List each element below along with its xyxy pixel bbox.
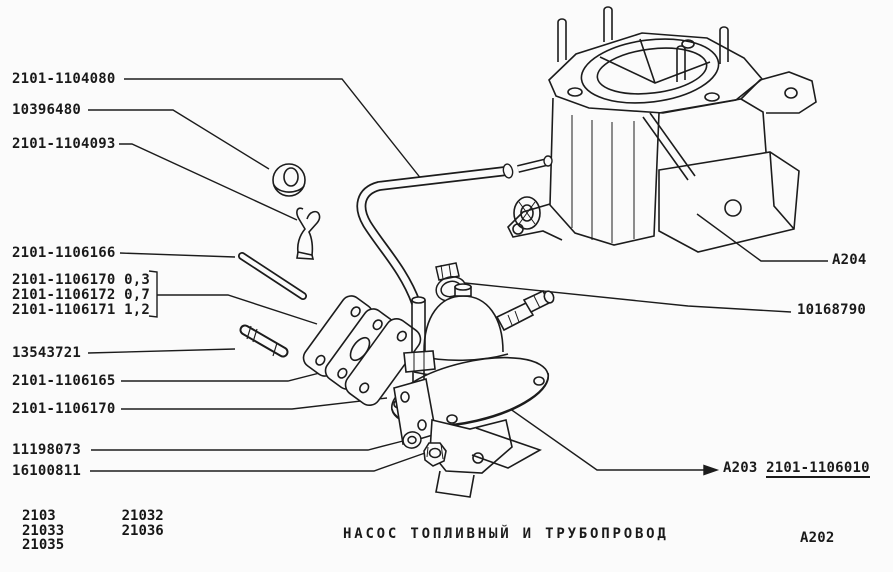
leader-lines — [87, 78, 828, 476]
callout-gasket: 2101-1106165 — [12, 373, 116, 389]
callout-stud: 13543721 — [12, 345, 82, 361]
callout-bracket: 2101-1104093 — [12, 136, 116, 152]
callout-ref-a203: А203 2101-1106010 — [723, 460, 870, 478]
model-item: 2103 — [22, 508, 56, 524]
washer-drawing — [402, 431, 422, 449]
pump-part-number: 2101-1106010 — [766, 460, 870, 478]
fuel-pump-drawing — [390, 283, 555, 498]
callout-spacer: 2101-1106170 — [12, 401, 116, 417]
callout-grommet: 10396480 — [12, 102, 82, 118]
sheet-code: А202 — [800, 530, 835, 546]
model-applicability-list: 2103 21033 21035 21032 21036 — [22, 509, 164, 553]
callout-gasket-03: 2101-1106170 0,3 — [12, 272, 151, 288]
callout-ref-a204: А204 — [832, 252, 867, 268]
page-title: НАСОС ТОПЛИВНЫЙ И ТРУБОПРОВОД — [343, 526, 669, 542]
model-item: 21033 — [22, 522, 65, 539]
callout-hose: 2101-1104080 — [12, 71, 116, 87]
model-column-1: 2103 21033 21035 — [22, 509, 64, 553]
gasket-stack-drawing — [302, 295, 422, 407]
model-item: 21036 — [121, 522, 164, 539]
clamp-bracket-drawing — [296, 207, 321, 260]
grommet-drawing — [272, 163, 306, 197]
callout-gasket-12: 2101-1106171 1,2 — [12, 302, 151, 318]
callout-nut: 16100811 — [12, 463, 82, 479]
arrow-icon — [703, 464, 720, 476]
stud-drawing — [239, 324, 289, 358]
callout-gasket-07: 2101-1106172 0,7 — [12, 287, 151, 303]
ref-a203-prefix: А203 — [723, 460, 758, 476]
nut-drawing — [423, 442, 447, 467]
model-item: 21035 — [22, 537, 65, 553]
fuel-hose-drawing — [356, 155, 553, 305]
model-column-2: 21032 21036 — [122, 509, 164, 538]
callout-pipe: 2101-1106166 — [12, 245, 116, 261]
model-item: 21032 — [121, 508, 164, 524]
fuel-pipe-drawing — [238, 252, 307, 300]
callout-hose-clamp: 10168790 — [797, 302, 867, 318]
carburetor-drawing — [507, 6, 817, 253]
callout-washer: 11198073 — [12, 442, 82, 458]
